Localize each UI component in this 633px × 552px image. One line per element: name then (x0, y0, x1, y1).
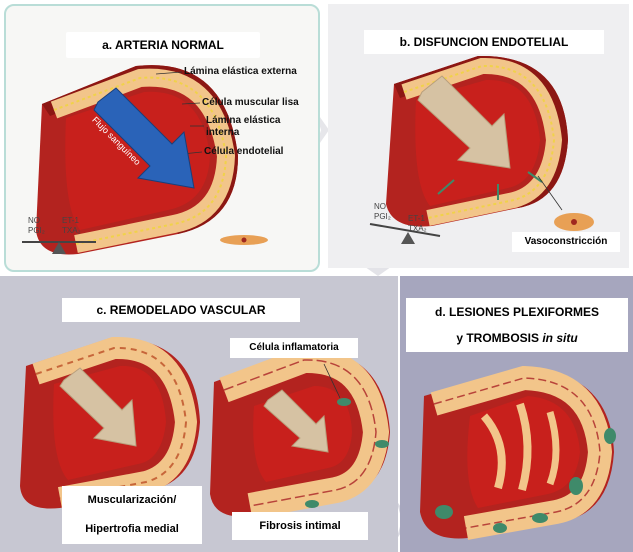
label-smooth-muscle-cell: Célula muscular lisa (202, 97, 299, 109)
panel-endothelial-dysfunction: b. DISFUNCION ENDOTELIAL NO PGI₂ ET-1 TX… (328, 4, 629, 268)
label-internal-elastic-lamina-2: interna (206, 127, 239, 139)
fibrosis-artery-illustration (204, 276, 394, 552)
muscularization-caption: Muscularización/ Hipertrofia medial (62, 486, 202, 544)
label-endothelial-cell: Célula endotelial (204, 146, 283, 158)
balance-right-label: ET-1 TXA₂ (62, 216, 81, 236)
label-internal-elastic-lamina-1: Lámina elástica (206, 115, 280, 127)
muscularization-caption-line-2: Hipertrofia medial (62, 515, 202, 544)
vasoconstriction-caption: Vasoconstricción (512, 232, 620, 252)
plexiform-lesion-illustration (400, 276, 633, 552)
muscularization-caption-line-1: Muscularización/ (62, 486, 202, 515)
blood-flow-arrow (90, 88, 210, 208)
balance-b-left-label: NO PGI₂ (374, 202, 391, 222)
balance-b-right-label: ET-1 TXA₂ (408, 214, 427, 234)
balance-left-label: NO PGI₂ (28, 216, 45, 236)
panel-normal-artery: a. ARTERIA NORMAL Flujo sanguíneo Lámina… (4, 4, 320, 272)
fibrosis-caption: Fibrosis intimal (232, 512, 368, 540)
panel-vascular-remodeling: c. REMODELADO VASCULAR Célula inflamator… (0, 276, 398, 552)
label-external-elastic-lamina: Lámina elástica externa (184, 66, 297, 78)
panel-plexiform-lesions: d. LESIONES PLEXIFORMES y TROMBOSIS in s… (400, 276, 633, 552)
inflammatory-cell-label: Célula inflamatoria (230, 338, 358, 358)
dysfunction-artery-illustration (328, 4, 629, 268)
